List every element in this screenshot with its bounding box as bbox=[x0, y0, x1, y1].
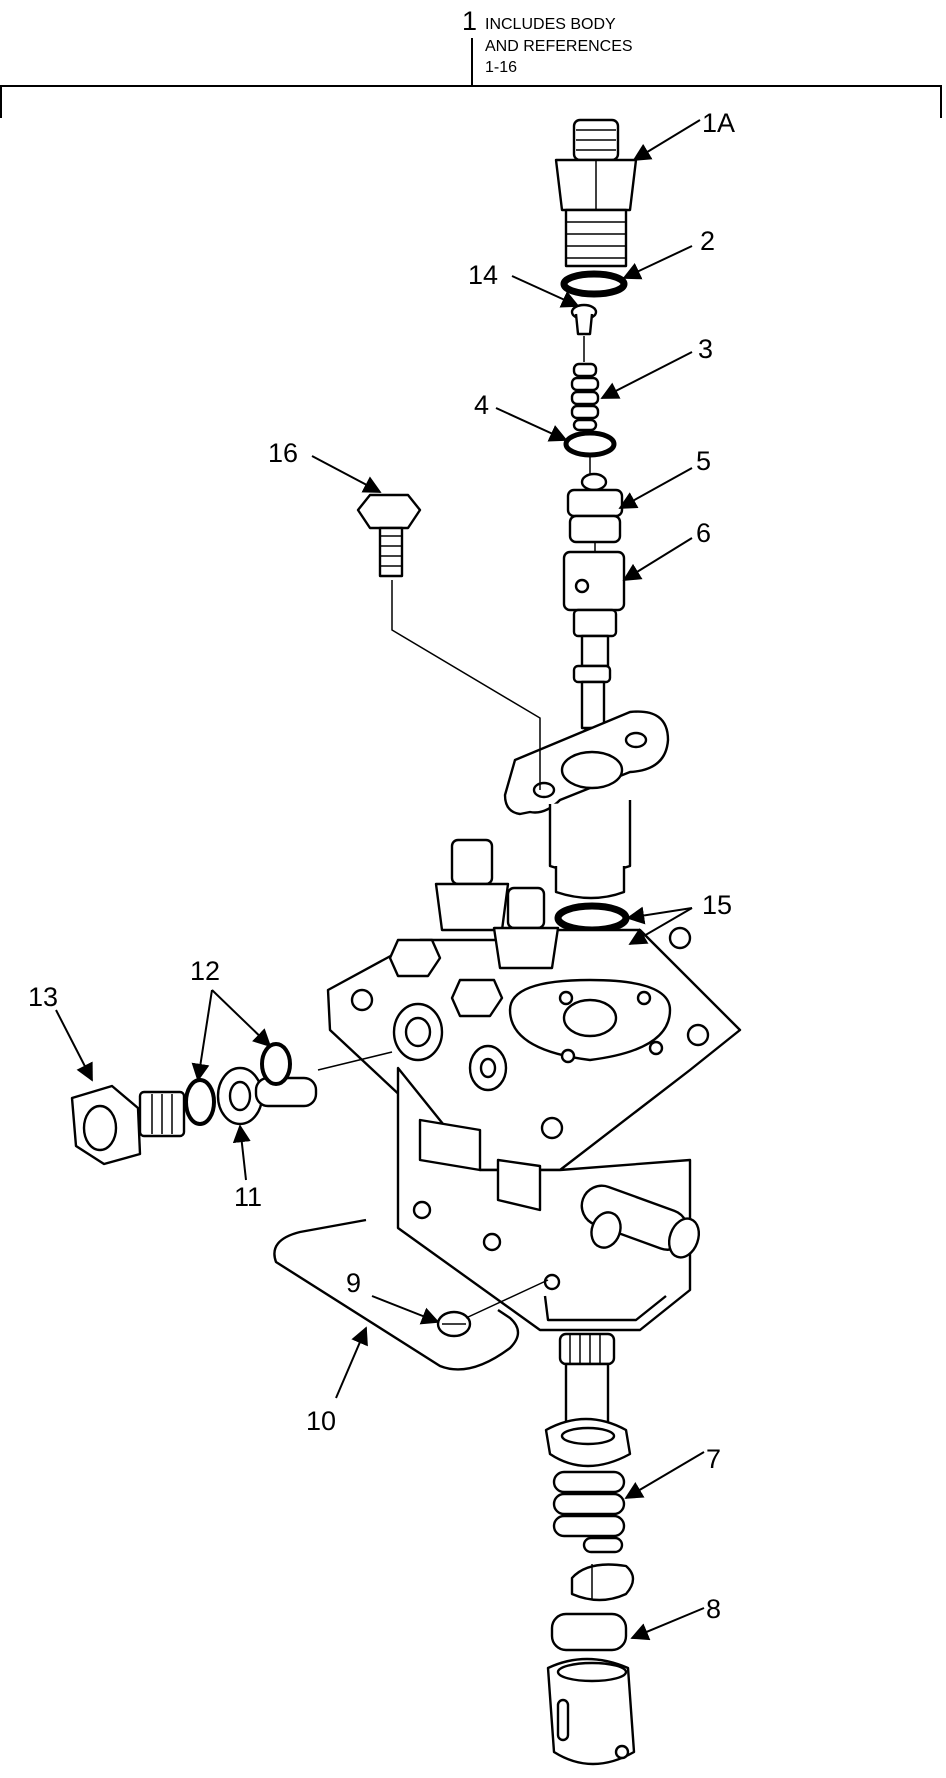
delivery-valve-holder bbox=[554, 118, 638, 268]
callout-13: 13 bbox=[28, 982, 58, 1012]
callout-14: 14 bbox=[468, 260, 498, 290]
callout-3: 3 bbox=[698, 334, 713, 364]
flange-plate bbox=[503, 710, 670, 816]
screw-9 bbox=[436, 1310, 472, 1338]
outlet-fittings bbox=[388, 838, 560, 1092]
callout-8: 8 bbox=[706, 1594, 721, 1624]
header-note-line1: INCLUDES BODY bbox=[485, 16, 616, 33]
o-ring-2 bbox=[560, 270, 628, 298]
flange-bolt-16 bbox=[356, 493, 422, 578]
callout-4: 4 bbox=[474, 390, 489, 420]
o-ring-15-upper bbox=[554, 902, 630, 934]
banjo-bolt-13 bbox=[70, 1084, 186, 1166]
delivery-valve-5 bbox=[566, 472, 624, 544]
plunger-barrel-6 bbox=[562, 550, 626, 746]
washer-4 bbox=[563, 430, 617, 458]
tappet-8 bbox=[546, 1612, 636, 1766]
banjo-leader bbox=[317, 1051, 393, 1071]
header-ref-number: 1 bbox=[462, 6, 477, 36]
callout-11: 11 bbox=[234, 1182, 262, 1212]
callout-16: 16 bbox=[268, 438, 298, 468]
sealing-washer-12-right bbox=[260, 1042, 292, 1086]
valve-14 bbox=[570, 303, 598, 336]
leader-lines bbox=[55, 119, 705, 1641]
callout-15: 15 bbox=[702, 890, 732, 920]
sealing-washer-12-left bbox=[184, 1078, 216, 1126]
gasket-10 bbox=[273, 1218, 520, 1371]
callout-2: 2 bbox=[700, 226, 715, 256]
plunger-spring-7 bbox=[552, 1470, 626, 1554]
callout-7: 7 bbox=[706, 1444, 721, 1474]
callout-1a: 1A bbox=[702, 108, 735, 138]
bolt-16-leader bbox=[391, 580, 541, 790]
callout-6: 6 bbox=[696, 518, 711, 548]
callout-12: 12 bbox=[190, 956, 220, 986]
banjo-fitting-11 bbox=[216, 1066, 318, 1126]
header-note-line3: 1-16 bbox=[485, 59, 517, 76]
header-bracket bbox=[0, 38, 942, 118]
callout-10: 10 bbox=[306, 1406, 336, 1436]
pump-plunger-housing bbox=[548, 800, 632, 900]
callout-5: 5 bbox=[696, 446, 711, 476]
pump-body bbox=[326, 926, 742, 1332]
header-note-line2: AND REFERENCES bbox=[485, 38, 633, 55]
callout-9: 9 bbox=[346, 1268, 361, 1298]
spring-seat bbox=[570, 1563, 635, 1602]
spring-3 bbox=[570, 362, 600, 432]
plunger-lower-assembly bbox=[544, 1332, 632, 1468]
